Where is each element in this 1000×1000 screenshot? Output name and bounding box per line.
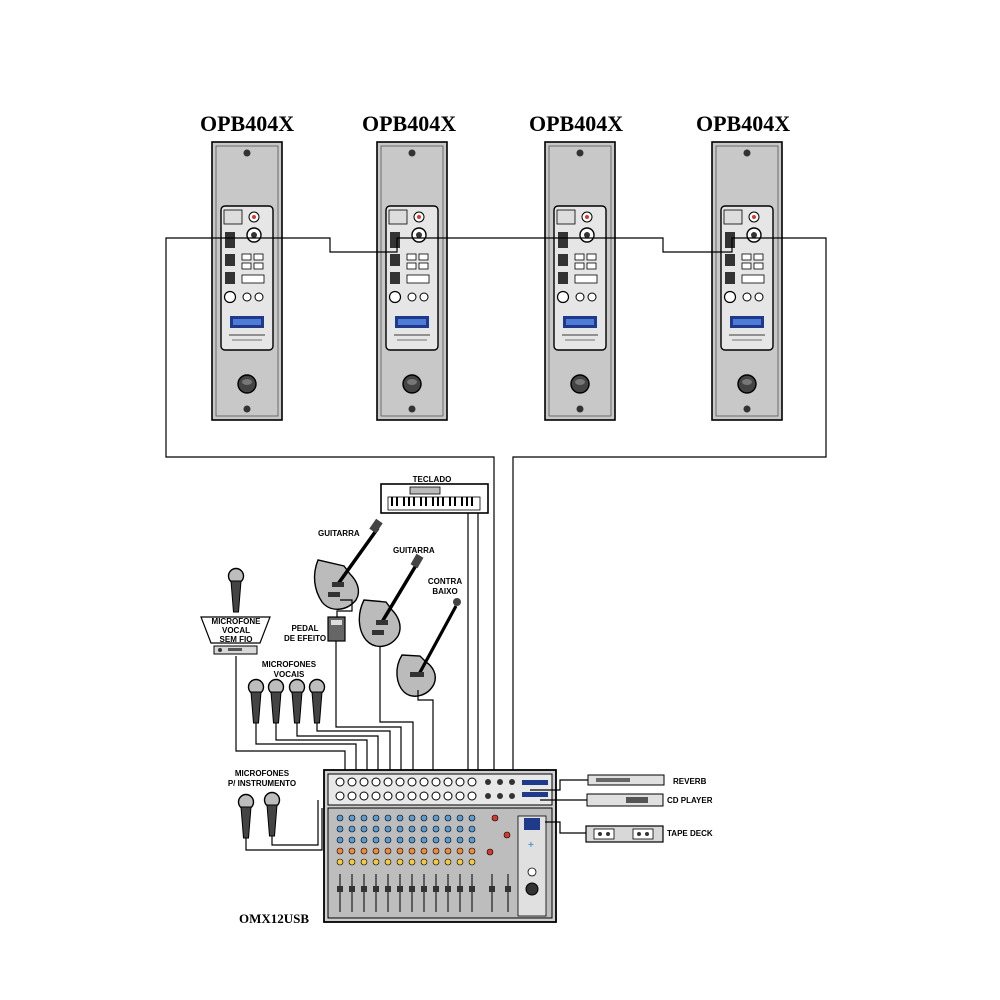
mixer-input-jacks [335,777,477,801]
pedal-label-line1: PEDAL [291,624,318,633]
svg-text:+: + [528,840,534,851]
vocal-mics-label-line2: VOCAIS [274,670,305,679]
reverb-label: REVERB [673,777,707,786]
vocal-mics: MICROFONES VOCAIS [247,660,326,724]
speaker-title-3: OPB404X [529,111,623,136]
bass-label-line2: BAIXO [432,587,457,596]
instrument-mics-label-line2: P/ INSTRUMENTO [228,779,296,788]
vocal-mics-label-line1: MICROFONES [262,660,317,669]
outboard-cables [530,779,588,834]
cd-player: CD PLAYER [586,793,713,807]
keyboard-label: TECLADO [413,475,452,484]
speaker-title-4: OPB404X [696,111,790,136]
speaker-cabinet-2 [376,141,448,421]
effects-pedal: PEDAL DE EFEITO [284,616,346,643]
pedal-label-line2: DE EFEITO [284,634,326,643]
speaker-title-1: OPB404X [200,111,294,136]
wireless-mic-label-line1: MICROFONE [212,617,262,626]
guitar-1-label: GUITARRA [318,529,360,538]
instrument-mics-label-line1: MICROFONES [235,769,290,778]
mixer-model-label: OMX12USB [239,911,309,926]
speaker-cabinet-3 [544,141,616,421]
source-cables [235,513,479,851]
tape-deck-label: TAPE DECK [667,829,713,838]
bass-guitar: CONTRA BAIXO [396,577,462,697]
mixer-faders [337,874,511,912]
speaker-cabinet-4 [711,141,783,421]
speaker-title-2: OPB404X [362,111,456,136]
guitar-1: GUITARRA [313,518,383,610]
reverb-unit: REVERB [587,774,707,786]
cd-player-label: CD PLAYER [667,796,713,805]
speaker-cabinet-1 [211,141,283,421]
bass-label-line1: CONTRA [428,577,462,586]
instrument-mics: MICROFONES P/ INSTRUMENTO [228,769,296,839]
speaker-cables [165,237,827,778]
wireless-mic-label-line3: SEM FIO [220,635,253,644]
keyboard: TECLADO [380,475,489,514]
guitar-2-label: GUITARRA [393,546,435,555]
guitar-2: GUITARRA [358,546,435,647]
tape-deck: TAPE DECK [585,825,713,843]
keyboard-keys [391,497,473,506]
mixer-knobs [336,814,511,866]
wireless-mic: MICROFONE VOCAL SEM FIO [200,567,271,655]
mixer: + [323,769,557,923]
wireless-mic-label-line2: VOCAL [222,626,250,635]
